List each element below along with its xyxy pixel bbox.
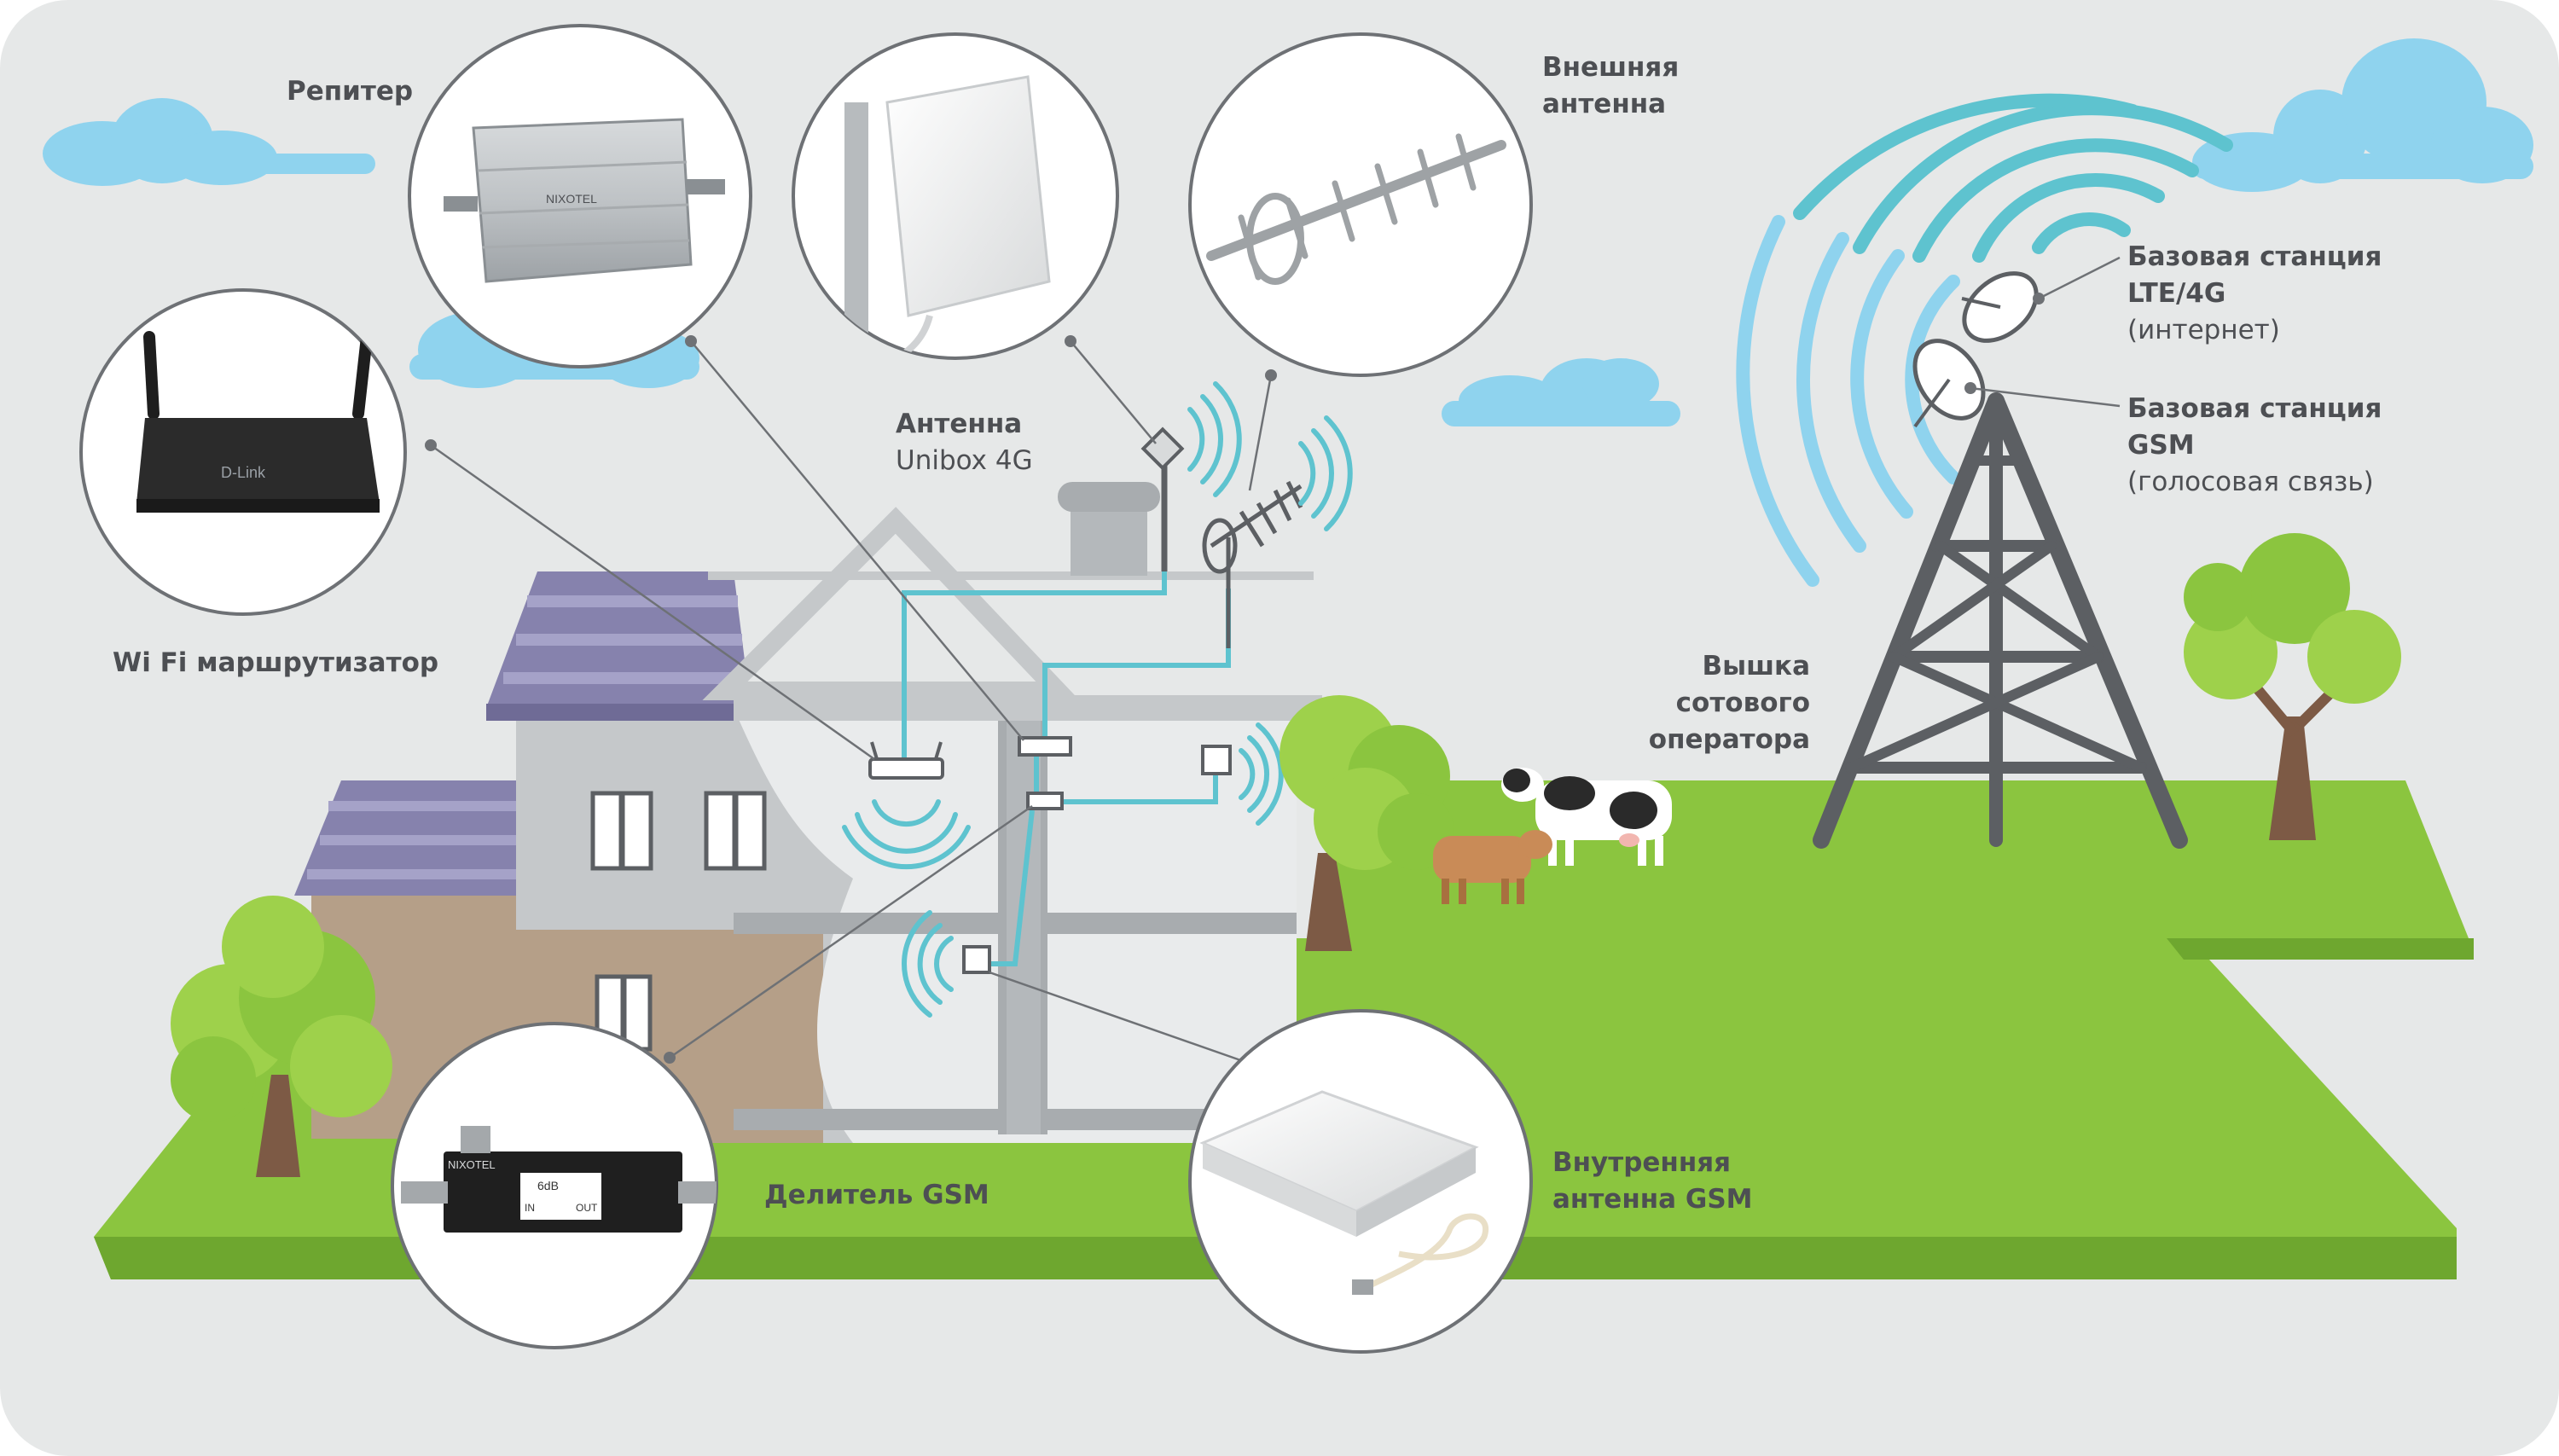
callout-repeater: NIXOTEL <box>408 24 752 368</box>
label-base-lte-line2: LTE/4G <box>2127 278 2226 309</box>
label-base-gsm-line1: Базовая станция <box>2127 393 2382 424</box>
label-tower-line2: сотового <box>1675 687 1810 718</box>
splitter-out-text: OUT <box>576 1202 598 1214</box>
label-external-antenna-line1: Внешняя <box>1542 52 1680 83</box>
signal-waves <box>842 381 1353 1018</box>
callout-internal-antenna <box>1188 1009 1533 1354</box>
label-unibox-line1: Антенна <box>896 409 1023 439</box>
callout-gsm-splitter: NIXOTEL 6dB IN OUT <box>391 1022 718 1349</box>
window <box>595 974 653 1052</box>
splitter-in-text: IN <box>525 1202 535 1214</box>
label-base-gsm-line2: GSM <box>2127 430 2195 461</box>
splitter-brand-text: NIXOTEL <box>448 1158 496 1171</box>
label-splitter: Делитель GSM <box>764 1180 989 1210</box>
tree <box>2184 533 2401 840</box>
label-base-gsm-line3: (голосовая связь) <box>2127 467 2374 497</box>
label-internal-antenna: Внутренняя антенна GSM <box>1552 1145 1753 1218</box>
label-external-antenna: Внешняя антенна <box>1542 49 1679 123</box>
callout-external-antenna <box>1188 32 1533 377</box>
house-gable <box>702 507 1080 700</box>
label-internal-antenna-line2: антенна GSM <box>1552 1184 1753 1215</box>
pointer-lines <box>430 256 2121 1064</box>
label-repeater: Репитер <box>287 76 414 107</box>
window <box>704 791 767 871</box>
label-tower-line3: оператора <box>1648 724 1810 755</box>
satellite-dish-lte <box>1961 271 2039 343</box>
label-base-lte-line3: (интернет) <box>2127 315 2280 345</box>
label-base-lte-line1: Базовая станция <box>2127 241 2382 272</box>
cow-brown <box>1433 830 1552 904</box>
label-unibox: Антенна Unibox 4G <box>896 406 1033 479</box>
router-brand-text: D-Link <box>221 464 266 481</box>
label-unibox-line2: Unibox 4G <box>896 445 1033 476</box>
label-internal-antenna-line1: Внутренняя <box>1552 1147 1732 1178</box>
indoor-antenna-small <box>1201 745 1232 775</box>
cloud <box>1442 358 1680 426</box>
splitter-small <box>1026 792 1064 810</box>
label-base-gsm: Базовая станция GSM (голосовая связь) <box>2127 391 2382 501</box>
callout-unibox-antenna <box>792 32 1119 360</box>
splitter-value-text: 6dB <box>537 1179 559 1192</box>
cloud <box>2192 38 2533 192</box>
cell-tower <box>1813 392 2188 849</box>
label-tower-line1: Вышка <box>1702 651 1810 682</box>
repeater-brand-text: NIXOTEL <box>546 192 597 206</box>
window <box>590 791 653 871</box>
tree <box>171 896 392 1177</box>
label-base-lte: Базовая станция LTE/4G (интернет) <box>2127 239 2382 349</box>
repeater-small <box>1018 736 1072 757</box>
indoor-antenna-small <box>962 945 991 974</box>
label-wifi-router: Wi Fi маршрутизатор <box>113 647 439 678</box>
chimney <box>1071 503 1147 576</box>
grass-edge <box>2167 938 2474 960</box>
router-small <box>868 741 944 780</box>
pointer-dots <box>425 293 2045 1068</box>
yagi-antenna-roof <box>1202 480 1303 648</box>
cloud <box>43 98 375 186</box>
label-tower: Вышка сотового оператора <box>1604 648 1810 758</box>
satellite-dish-gsm <box>1912 339 1986 428</box>
tower-signal-arcs <box>1736 93 2233 587</box>
label-external-antenna-line2: антенна <box>1542 89 1667 119</box>
tree <box>1280 695 1454 951</box>
cow-holstein <box>1501 768 1672 866</box>
callout-wifi-router: D-Link <box>79 288 407 616</box>
